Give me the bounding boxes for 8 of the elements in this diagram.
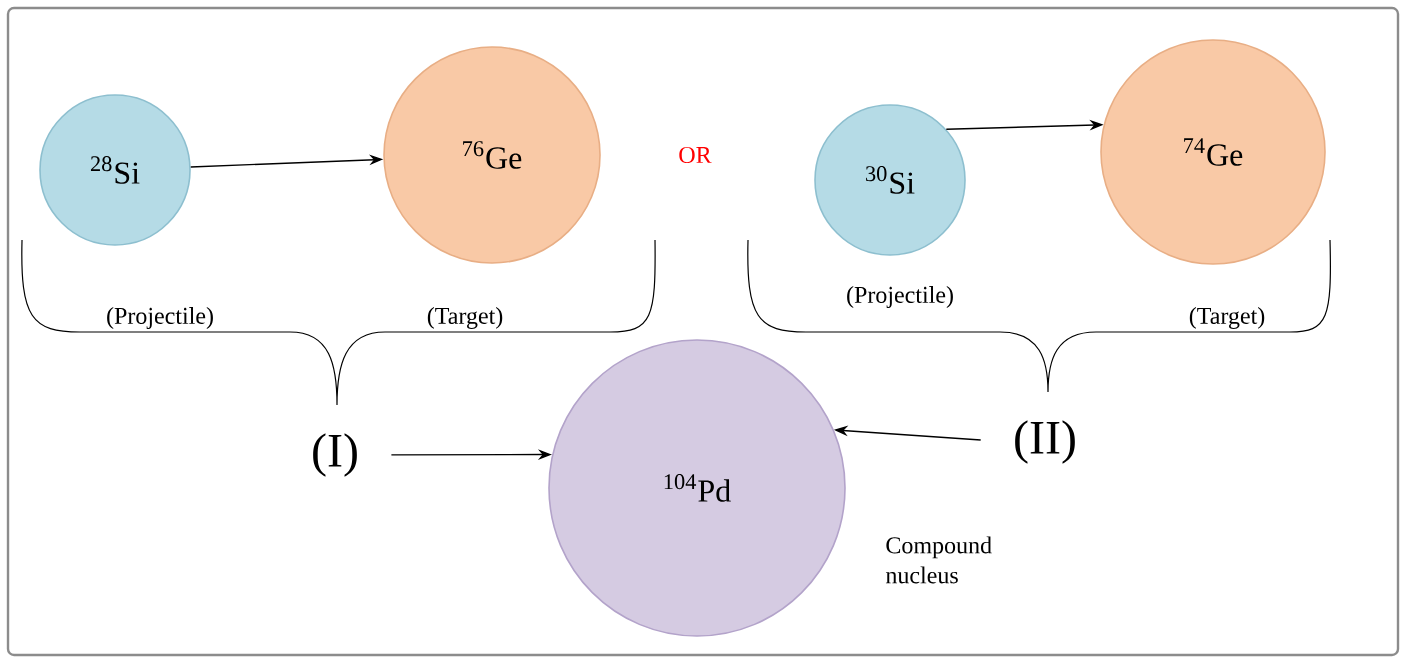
caption-text: (Target) xyxy=(427,307,503,329)
caption-text: Compound nucleus xyxy=(885,536,992,584)
caption-text: (Projectile) xyxy=(107,307,213,329)
or-text: OR xyxy=(679,146,712,164)
roman-numeral-label: (I) xyxy=(313,433,357,477)
caption-text: (Target) xyxy=(1189,307,1265,329)
caption-text: (Projectile) xyxy=(847,286,953,308)
roman-numeral-label: (II) xyxy=(1015,420,1075,464)
